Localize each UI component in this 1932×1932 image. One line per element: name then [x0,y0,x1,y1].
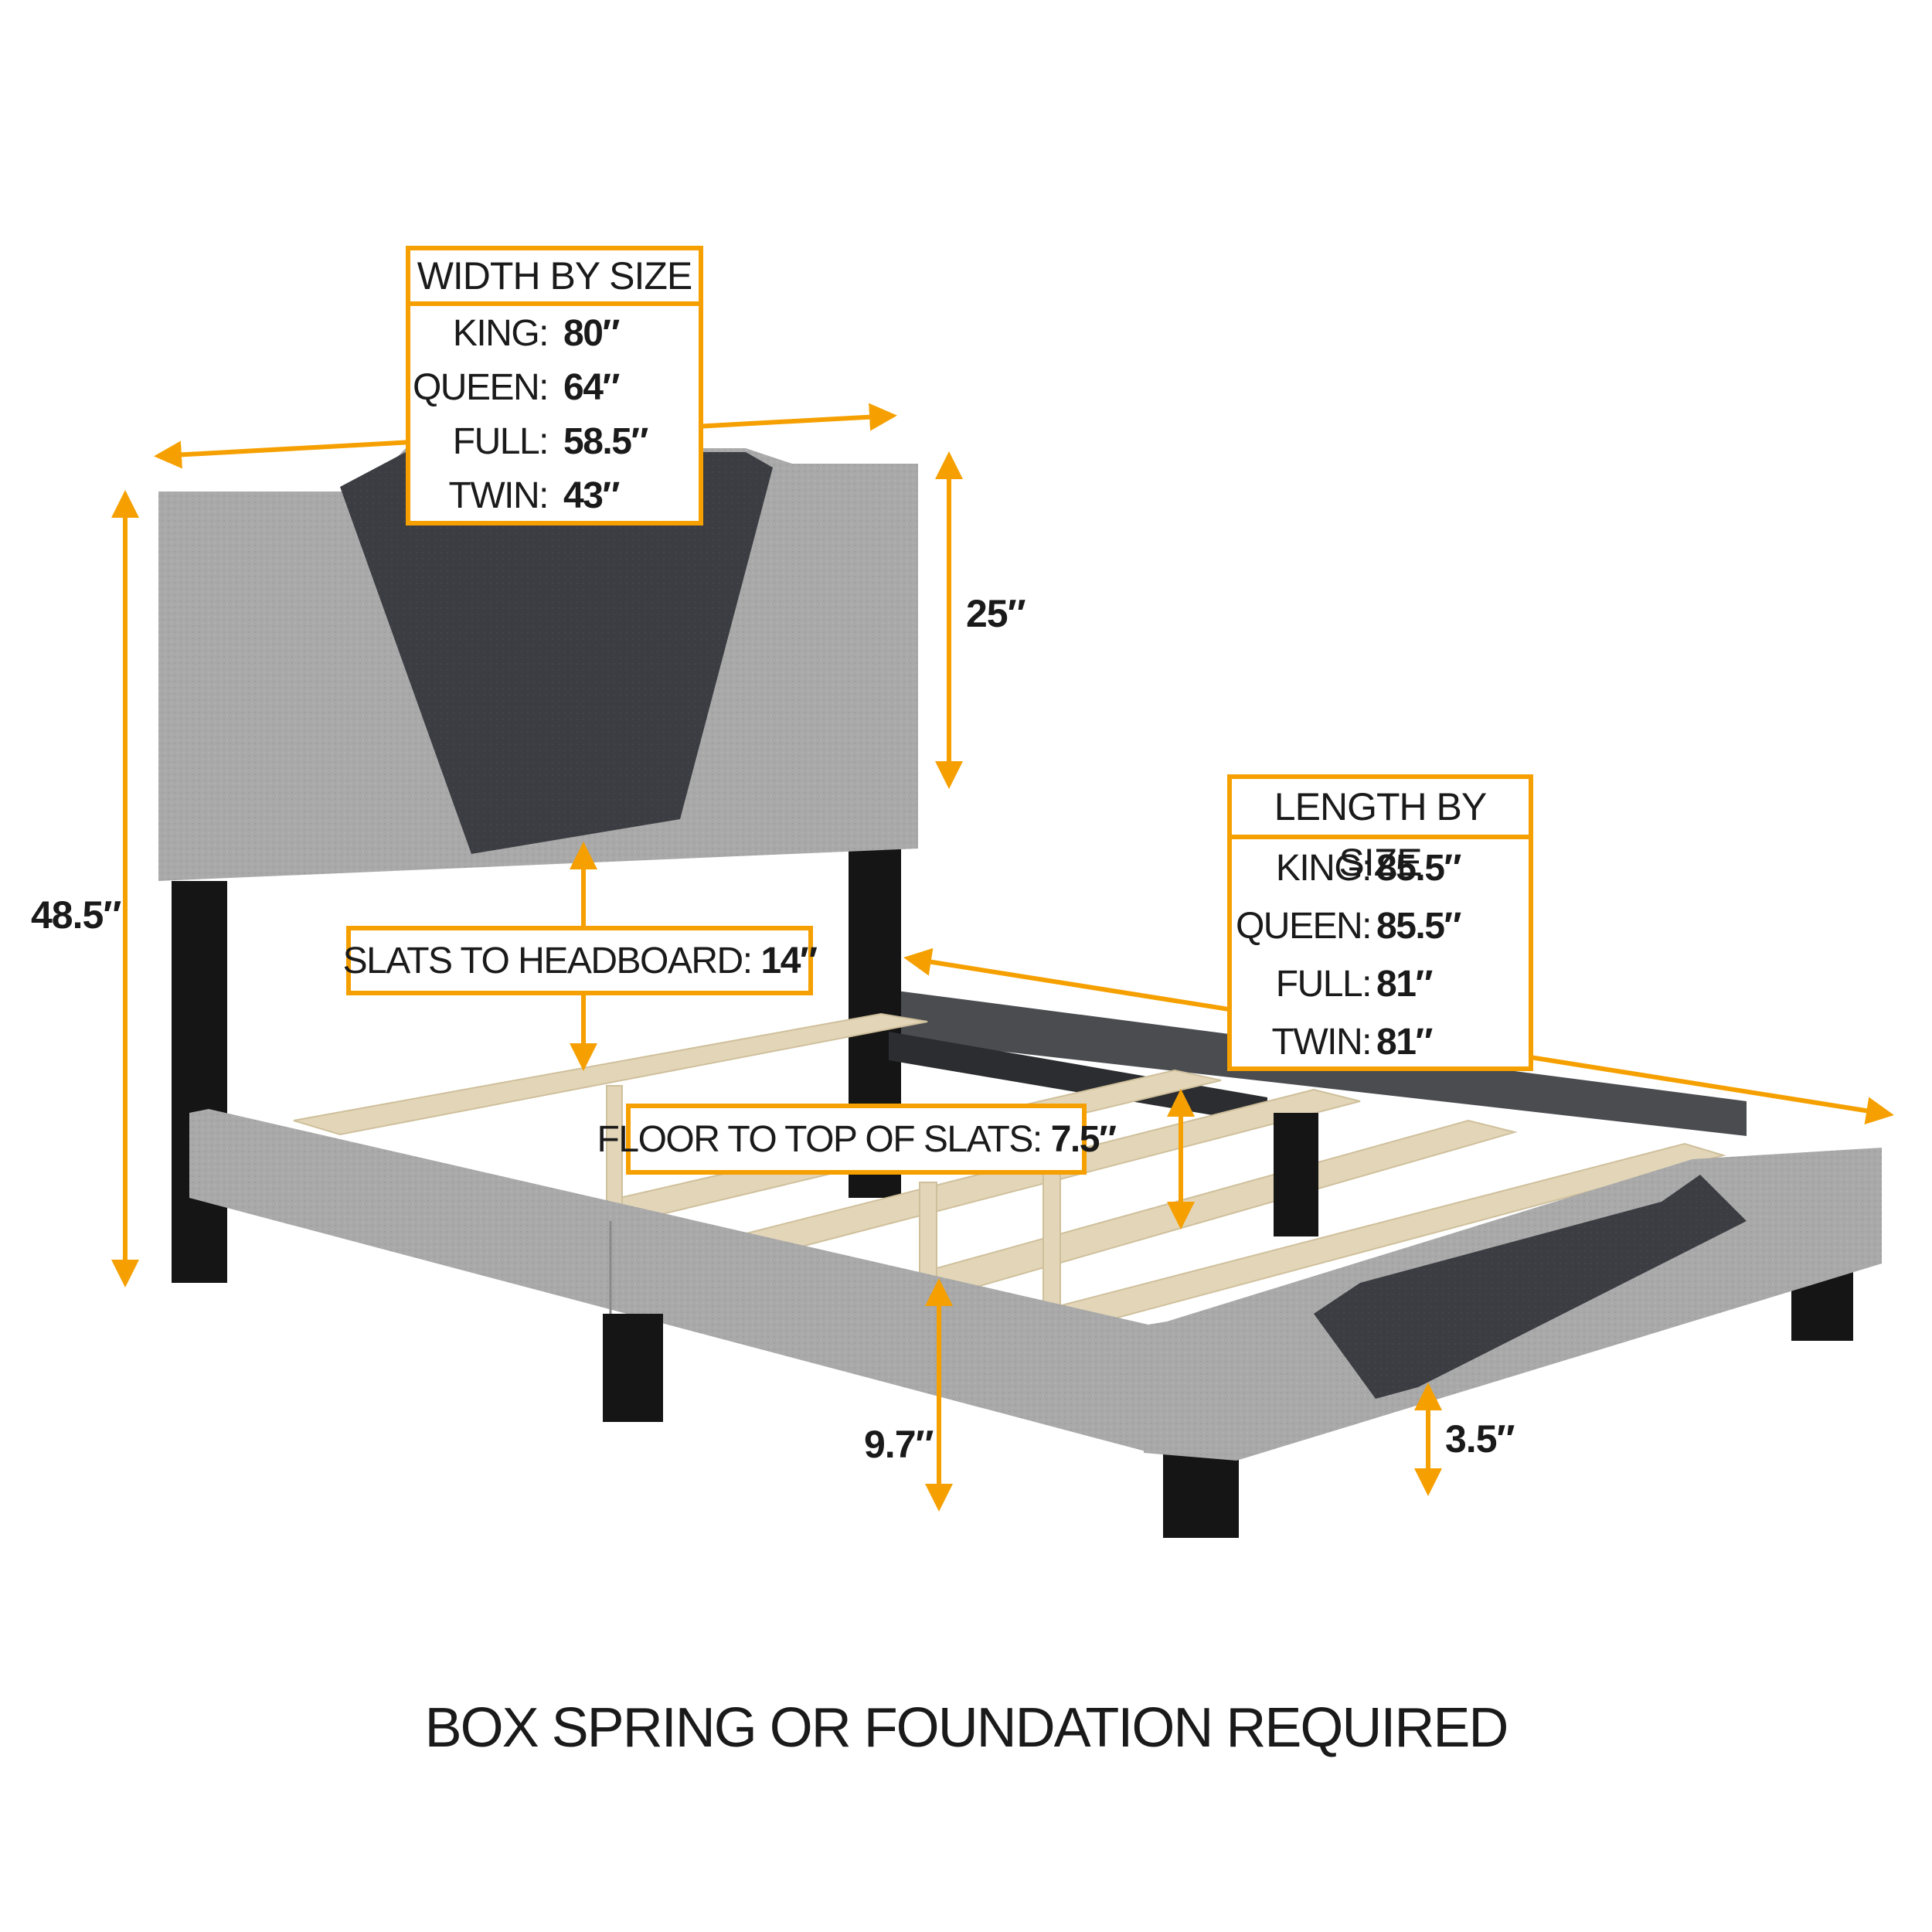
callout-label: FLOOR TO TOP OF SLATS: [597,1118,1043,1160]
size-value: 85.5″ [1376,906,1461,947]
rail-height-label: 9.7″ [864,1423,934,1466]
width-row-full: FULL: 58.5″ [410,414,699,468]
footboard-center-accent [1314,1175,1747,1399]
size-value: 58.5″ [563,421,648,462]
size-value: 85.5″ [1376,848,1461,889]
callout-label: SLATS TO HEADBOARD: [342,940,753,981]
floor-to-slats-callout: FLOOR TO TOP OF SLATS: 7.5″ [597,1104,1117,1175]
front-leg-mid [603,1314,663,1422]
slats [293,1012,1726,1338]
footer-note: BOX SPRING OR FOUNDATION REQUIRED [424,1697,1509,1759]
size-label: TWIN: [448,475,549,516]
length-row-king: KING: 85.5″ [1232,839,1529,897]
length-row-full: FULL: 81″ [1232,955,1529,1013]
callout-value: 7.5″ [1050,1118,1117,1160]
width-row-queen: QUEEN: 64″ [410,360,699,414]
length-row-twin: TWIN: 81″ [1232,1013,1529,1071]
width-by-size-title: WIDTH BY SIZE [410,250,699,306]
size-label: TWIN: [1271,1022,1372,1063]
side-rail-left [189,1109,1151,1453]
size-value: 81″ [1376,1022,1433,1063]
size-value: 80″ [563,313,620,354]
size-label: QUEEN: [412,367,549,408]
size-value: 43″ [563,475,620,516]
length-row-queen: QUEEN: 85.5″ [1232,897,1529,955]
size-label: KING: [452,313,549,354]
leg-height-label: 3.5″ [1445,1417,1515,1461]
width-row-king: KING: 80″ [410,306,699,360]
headboard-height-label: 25″ [966,592,1026,635]
size-label: FULL: [1275,964,1372,1005]
headboard-leg-left [172,881,227,1283]
length-by-size-box: LENGTH BY SIZE KING: 85.5″ QUEEN: 85.5″ … [1227,774,1533,1071]
slats-to-headboard-callout: SLATS TO HEADBOARD: 14″ [342,926,818,995]
size-value: 64″ [563,367,620,408]
size-label: QUEEN: [1235,906,1372,947]
size-label: FULL: [452,421,549,462]
length-by-size-title: LENGTH BY SIZE [1232,779,1529,884]
size-label: KING: [1275,848,1372,889]
headboard-center-accent [340,452,773,854]
size-value: 81″ [1376,964,1433,1005]
width-row-twin: TWIN: 43″ [410,468,699,522]
callout-value: 14″ [760,940,818,981]
total-height-label: 48.5″ [31,893,121,937]
center-support-leg [1274,1113,1318,1236]
width-by-size-box: WIDTH BY SIZE KING: 80″ QUEEN: 64″ FULL:… [406,246,703,526]
